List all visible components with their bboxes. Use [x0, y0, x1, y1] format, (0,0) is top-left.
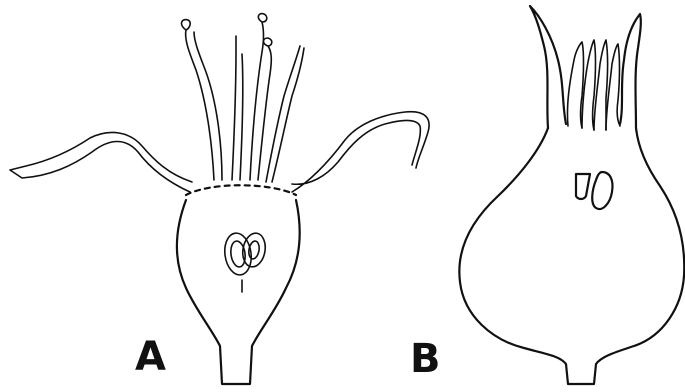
panel-b-drawing	[459, 6, 684, 384]
ovule-right-b	[592, 172, 612, 209]
central-style-2-a	[194, 32, 222, 180]
ovary-a	[177, 200, 300, 384]
left-style-arm-a	[10, 132, 192, 192]
central-style-3-a	[232, 36, 243, 180]
panel-label-b: B	[410, 339, 441, 379]
ovary-b	[459, 128, 684, 384]
central-style-1-a	[182, 20, 214, 180]
right-tooth-b	[620, 14, 641, 128]
ovule-left-b	[576, 174, 590, 199]
ovule-inner-right-a	[248, 240, 261, 259]
right-style-arm-a	[292, 112, 429, 192]
panel-a-drawing	[10, 14, 429, 384]
left-tooth-b	[530, 6, 566, 128]
junction-line-a	[186, 185, 296, 195]
inner-lobe-1-b	[567, 42, 583, 128]
panel-label-a: A	[135, 337, 166, 377]
